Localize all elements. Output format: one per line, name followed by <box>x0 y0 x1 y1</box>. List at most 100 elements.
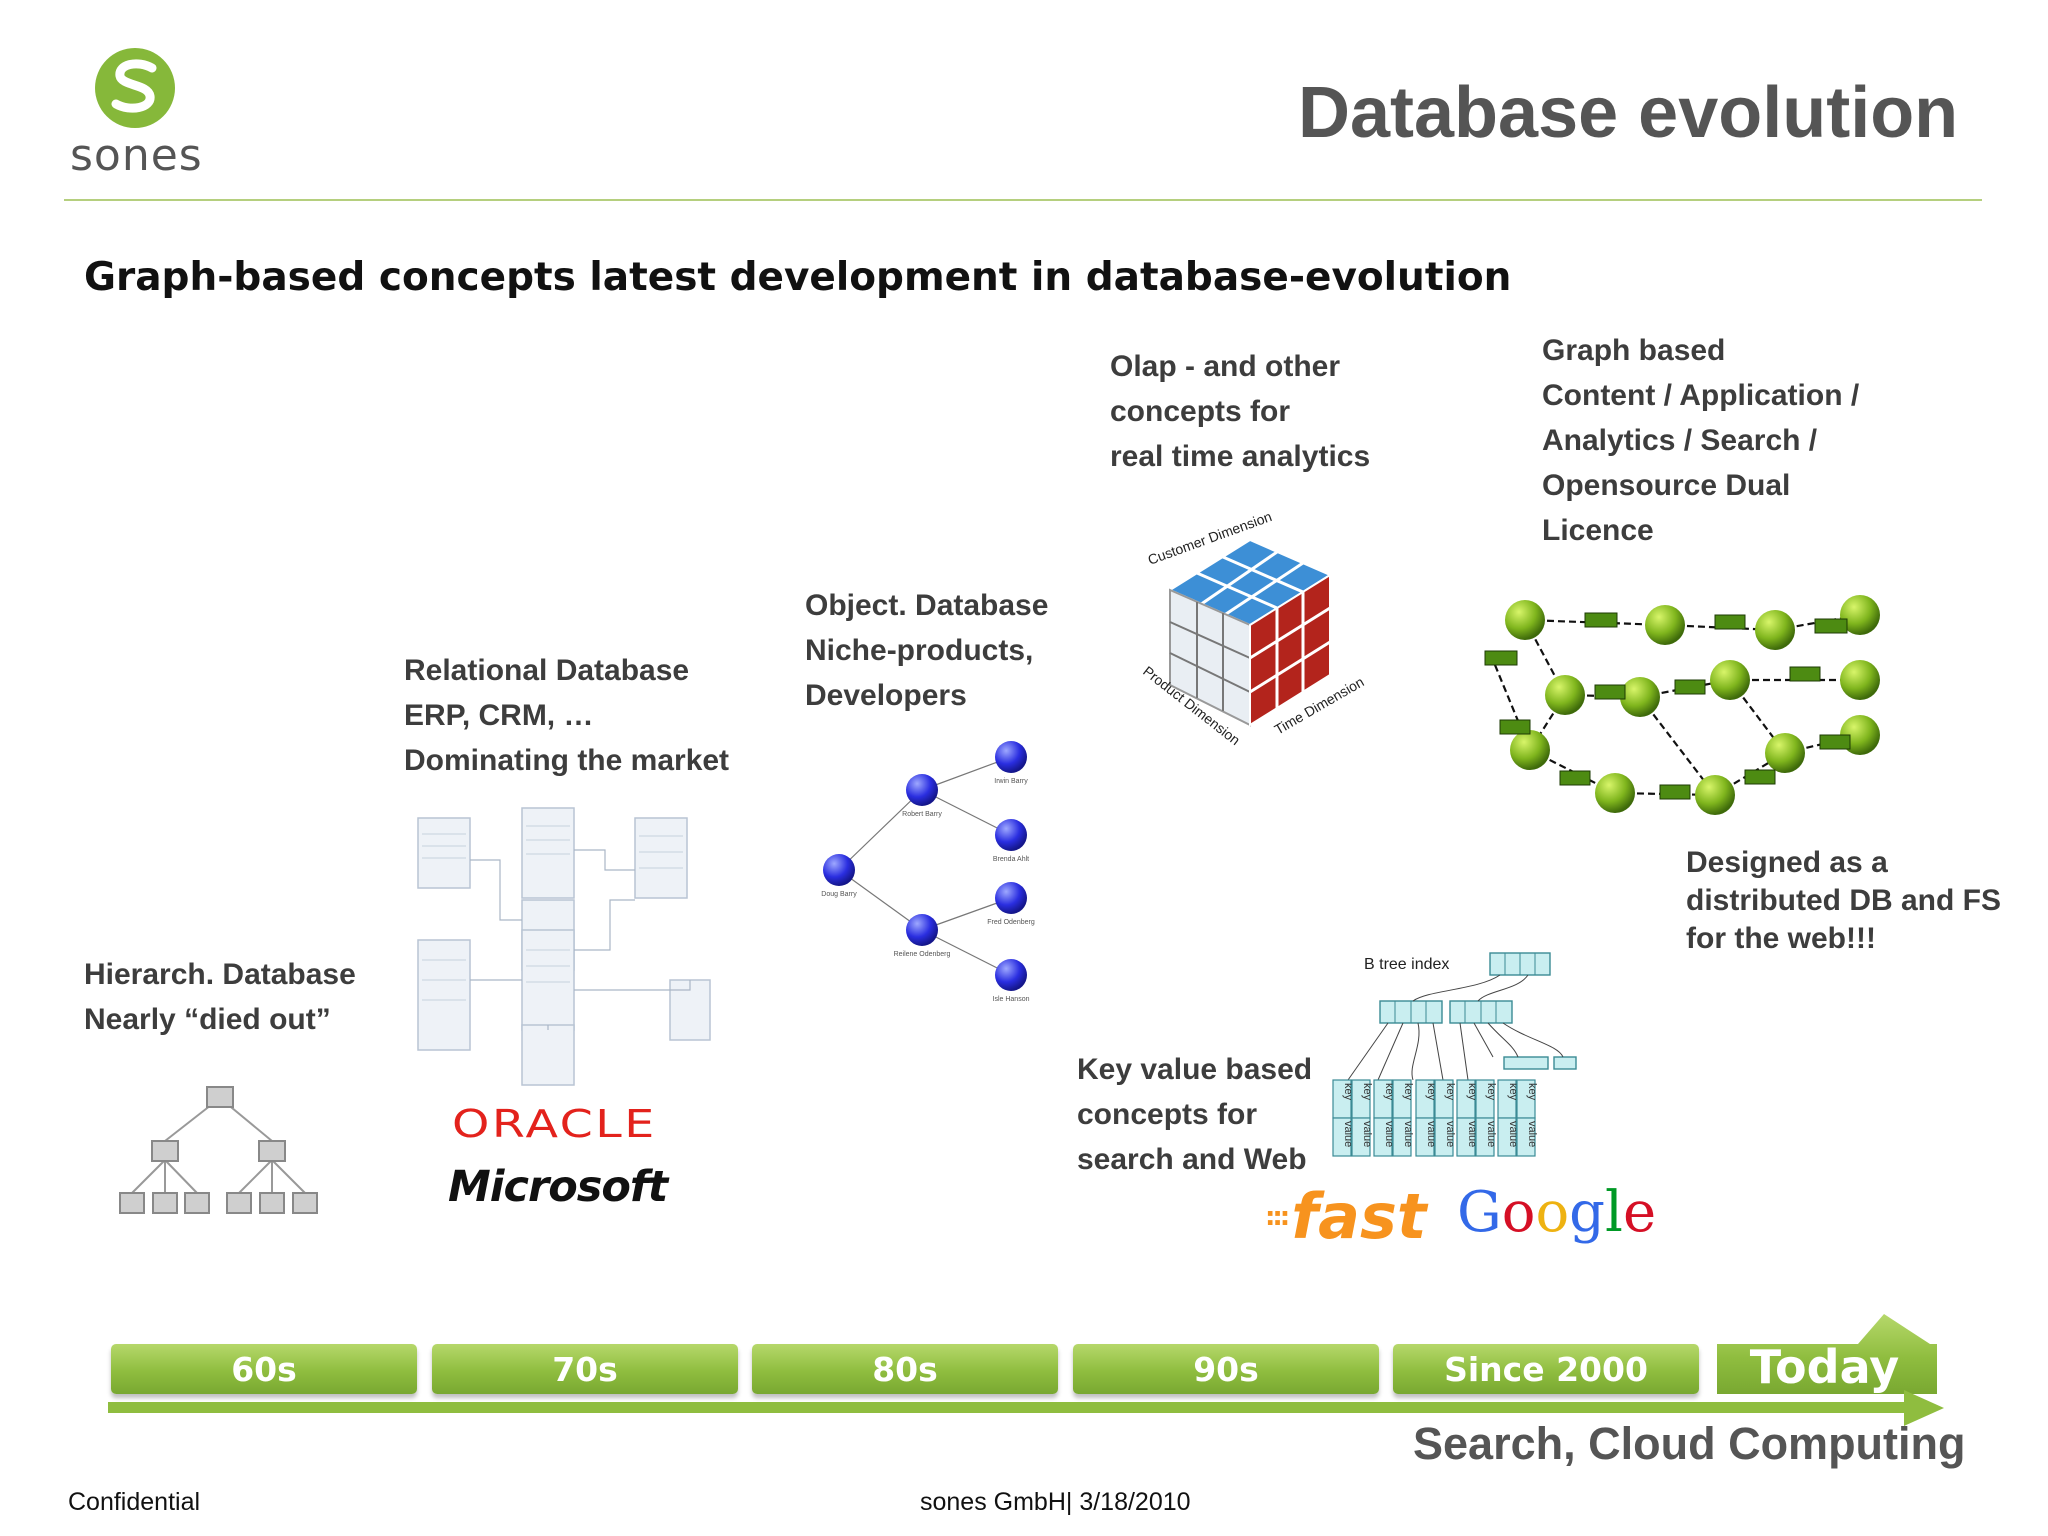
footer-center: sones GmbH| 3/18/2010 <box>920 1488 1191 1516</box>
btree-key-label: key <box>1507 1083 1519 1101</box>
today-arrow-icon <box>1717 1314 1937 1394</box>
btree-value-label: value <box>1342 1121 1354 1147</box>
btree-key-label: key <box>1485 1083 1497 1101</box>
btree-value-label: value <box>1444 1121 1456 1147</box>
hierarch-line: Nearly “died out” <box>84 1003 331 1036</box>
btree-cell <box>1516 1117 1536 1157</box>
btree-value-label: value <box>1402 1121 1414 1147</box>
graph-line: Graph based <box>1542 334 1726 367</box>
keyvalue-text: Key value based concepts for search and … <box>1077 1047 1312 1182</box>
olap-line: concepts for <box>1110 395 1291 428</box>
btree-key-label: key <box>1383 1083 1395 1101</box>
object-line: Object. Database <box>805 589 1049 622</box>
graph-line: Analytics / Search / <box>1542 424 1818 457</box>
object-line: Niche-products, <box>805 634 1034 667</box>
btree-value-label: value <box>1526 1121 1538 1147</box>
btree-value-label: value <box>1485 1121 1497 1147</box>
object-graph-diagram: Irwin Barry Robert Barry Brenda Ahlt Dou… <box>821 741 1035 1003</box>
google-letter: e <box>1622 1180 1657 1245</box>
keyvalue-line: search and Web <box>1077 1143 1307 1176</box>
timeline-era-since-2000: Since 2000 <box>1393 1344 1699 1394</box>
btree-key-label: key <box>1342 1083 1354 1101</box>
btree-cell <box>1332 1117 1352 1157</box>
olap-line: real time analytics <box>1110 440 1371 473</box>
footer-left: Confidential <box>68 1488 201 1516</box>
keyvalue-line: concepts for <box>1077 1098 1258 1131</box>
btree-key-label: key <box>1444 1083 1456 1101</box>
relational-line: Relational Database <box>404 654 690 687</box>
object-node-label: Doug Barry <box>821 891 857 898</box>
btree-cell <box>1415 1117 1435 1157</box>
timeline-era-today: Today <box>1749 1340 1900 1394</box>
btree-cell <box>1351 1117 1371 1157</box>
timeline-era-60s: 60s <box>111 1344 417 1394</box>
brand-name: sones <box>70 130 203 181</box>
btree-value-label: value <box>1361 1121 1373 1147</box>
btree-value-label: value <box>1466 1121 1478 1147</box>
relational-text: Relational Database ERP, CRM, … Dominati… <box>404 648 729 783</box>
graph-line: Content / Application / <box>1542 379 1860 412</box>
graph-text: Graph based Content / Application / Anal… <box>1542 328 1859 553</box>
graph-line: Licence <box>1542 514 1654 547</box>
olap-text: Olap - and other concepts for real time … <box>1110 344 1370 479</box>
hierarch-line: Hierarch. Database <box>84 958 356 991</box>
hierarchy-tree-diagram <box>119 1086 318 1214</box>
btree-index-diagram: B tree index key value key value key value key… <box>1332 952 1577 1157</box>
microsoft-logo: Microsoft <box>448 1162 668 1212</box>
designed-line: for the web!!! <box>1686 922 1876 955</box>
olap-line: Olap - and other <box>1110 350 1341 383</box>
keyvalue-line: Key value based <box>1077 1053 1313 1086</box>
google-logo: Google <box>1457 1180 1656 1245</box>
graph-network-diagram <box>1484 595 1880 815</box>
object-text: Object. Database Niche-products, Develop… <box>805 583 1048 718</box>
graph-line: Opensource Dual <box>1542 469 1791 502</box>
fast-wordmark: fast <box>1291 1180 1427 1253</box>
btree-key-label: key <box>1402 1083 1414 1101</box>
relational-line: Dominating the market <box>404 744 730 777</box>
er-diagram <box>417 807 711 1086</box>
olap-cube-diagram: Customer Dimension Product Dimension Tim… <box>1140 508 1366 748</box>
designed-text: Designed as a distributed DB and FS for … <box>1686 844 2001 958</box>
btree-cell <box>1475 1117 1495 1157</box>
btree-key-label: key <box>1466 1083 1478 1101</box>
slide-subtitle: Graph-based concepts latest development … <box>84 255 1512 300</box>
google-letter: g <box>1569 1180 1606 1245</box>
object-line: Developers <box>805 679 967 712</box>
object-node-label: Reilene Odenberg <box>894 951 951 958</box>
google-wordmark: Google <box>1457 1180 1656 1245</box>
designed-line: distributed DB and FS <box>1686 884 2001 917</box>
btree-cell <box>1373 1117 1393 1157</box>
object-node-label: Isle Hanson <box>993 996 1030 1003</box>
btree-value-label: value <box>1425 1121 1437 1147</box>
header-divider <box>64 199 1982 201</box>
timeline-era-80s: 80s <box>752 1344 1058 1394</box>
btree-cell <box>1434 1117 1454 1157</box>
timeline-era-90s: 90s <box>1073 1344 1379 1394</box>
object-node-label: Fred Odenberg <box>987 919 1035 926</box>
timeline-arrow-icon <box>108 1390 1944 1426</box>
google-letter: G <box>1457 1180 1502 1245</box>
google-letter: o <box>1501 1180 1536 1245</box>
btree-title: B tree index <box>1364 956 1449 973</box>
relational-line: ERP, CRM, … <box>404 699 594 732</box>
btree-key-label: key <box>1425 1083 1437 1101</box>
btree-value-label: value <box>1507 1121 1519 1147</box>
page-title: Database evolution <box>1298 73 1959 153</box>
fast-logo: ::: fast <box>1265 1180 1427 1253</box>
btree-cell <box>1456 1117 1476 1157</box>
object-node-label: Brenda Ahlt <box>993 856 1029 863</box>
btree-cell <box>1392 1117 1412 1157</box>
btree-value-label: value <box>1383 1121 1395 1147</box>
btree-cell <box>1497 1117 1517 1157</box>
btree-key-label: key <box>1361 1083 1373 1101</box>
google-letter: l <box>1605 1180 1623 1245</box>
sones-logo-icon <box>95 48 175 128</box>
object-node-label: Irwin Barry <box>994 778 1028 785</box>
btree-key-label: key <box>1526 1083 1538 1101</box>
hierarch-text: Hierarch. Database Nearly “died out” <box>84 952 356 1042</box>
object-node-label: Robert Barry <box>902 811 942 818</box>
timeline-era-70s: 70s <box>432 1344 738 1394</box>
fast-dots-icon: ::: <box>1265 1201 1290 1232</box>
timeline-caption: Search, Cloud Computing <box>1413 1418 1966 1469</box>
google-letter: o <box>1535 1180 1570 1245</box>
